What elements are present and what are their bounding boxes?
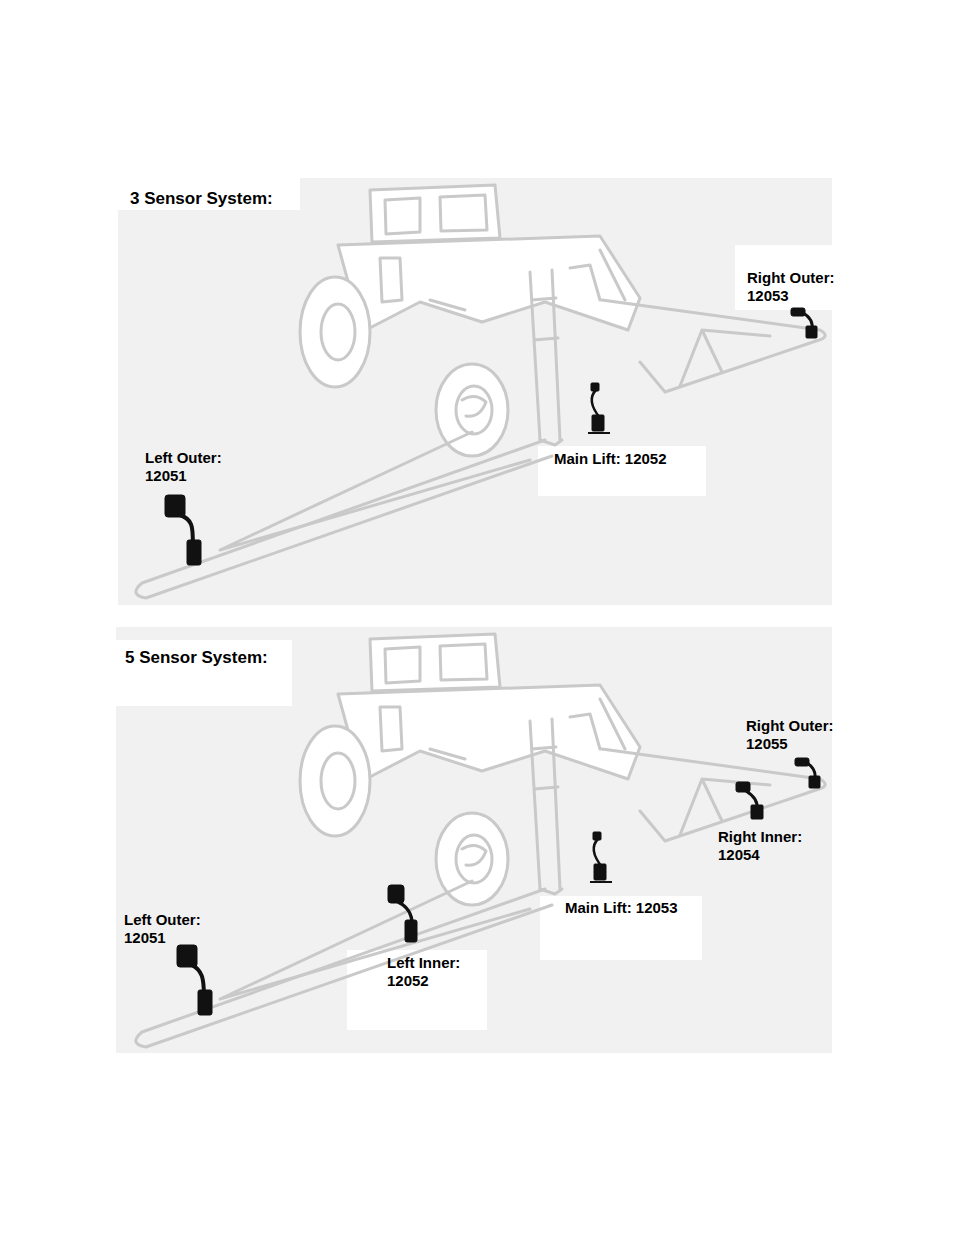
sensor-5-left-outer [177, 945, 212, 1015]
sensor-label: Main Lift: 12052 [554, 450, 667, 468]
panel-heading: 3 Sensor System: [130, 189, 273, 209]
label-patch [540, 896, 702, 960]
panel-ground [116, 627, 832, 1053]
tractor-outline [136, 185, 825, 598]
panel-heading: 5 Sensor System: [125, 648, 268, 668]
sensor-label: Left Inner: 12052 [387, 954, 477, 990]
sensor-label: Right Inner: 12054 [718, 828, 818, 864]
panel-ground [118, 178, 832, 605]
sensor-label: Left Outer: 12051 [124, 911, 219, 947]
label-patch [116, 640, 292, 706]
sensor-5-right-outer [795, 758, 820, 788]
sensor-label: Right Outer: 12055 [746, 717, 846, 753]
sensor-3-right-outer [791, 308, 817, 338]
label-patch [347, 950, 487, 1030]
sensor-3-left-outer [165, 495, 201, 565]
sensor-5-right-inner [736, 782, 763, 819]
sensor-label: Main Lift: 12053 [565, 899, 678, 917]
sensor-label: Left Outer: 12051 [145, 449, 240, 485]
sensor-5-main-lift [590, 832, 612, 882]
tractor-outline [136, 634, 825, 1047]
label-patch [538, 446, 706, 496]
sensor-label: Right Outer: 12053 [747, 269, 847, 305]
sensor-3-main-lift [588, 383, 610, 433]
sensor-5-left-inner [388, 885, 417, 942]
label-patch [118, 178, 300, 210]
